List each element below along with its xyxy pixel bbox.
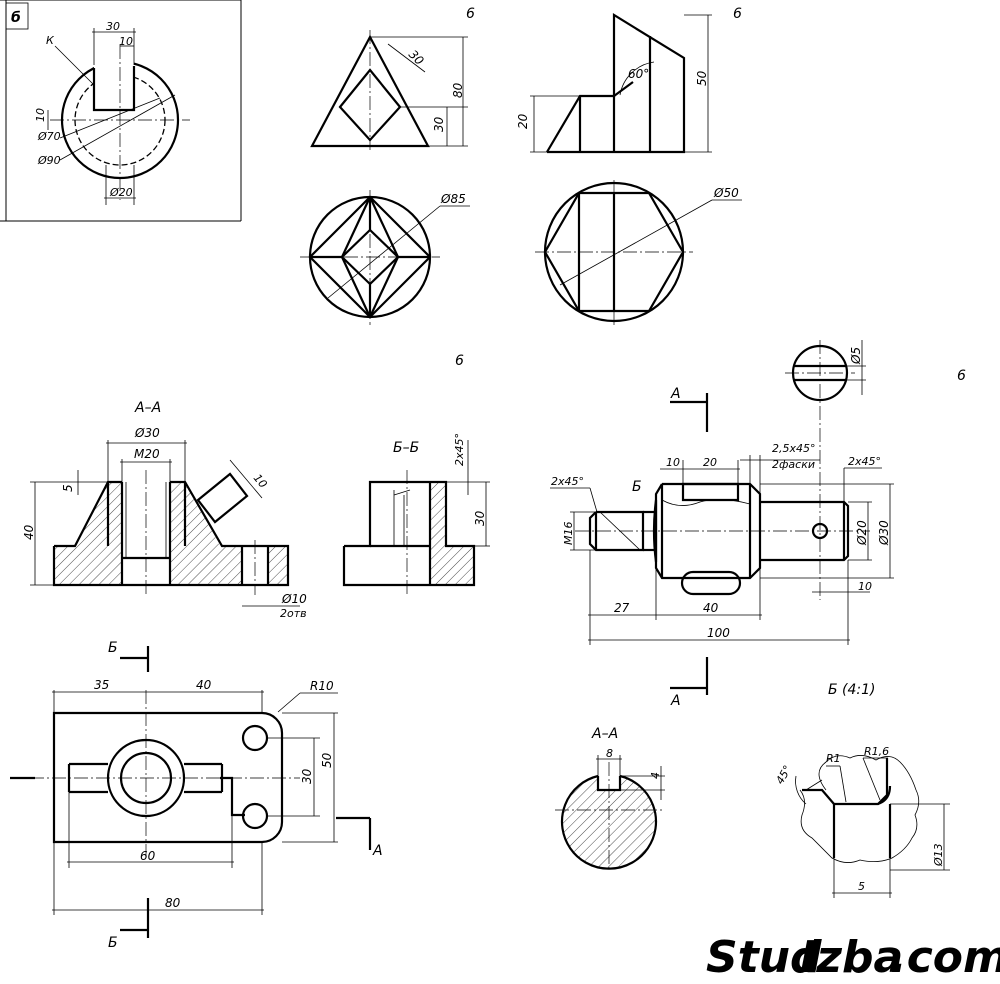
dim-d30: Ø30 <box>134 426 160 440</box>
detail-b-title: Б (4:1) <box>828 682 876 698</box>
dim-20: 20 <box>516 113 530 129</box>
dim-d5: Ø5 <box>849 347 863 365</box>
cone-task: 6 80 30 30 Ø85 <box>300 6 475 325</box>
dim-35: 35 <box>94 678 109 692</box>
dim-40b: 40 <box>196 678 212 692</box>
dim-2x45-left: 2х45° <box>551 475 584 488</box>
top-left-figure: б 30 10 К 10 Ø70 Ø90 Ø20 <box>0 0 242 222</box>
dim-30c: 30 <box>432 116 446 132</box>
dim-30b: 30 <box>473 510 487 526</box>
dim-m20: М20 <box>134 447 160 461</box>
dim-30: 30 <box>106 20 120 33</box>
dim-5: 5 <box>61 484 75 492</box>
dim-d50: Ø50 <box>713 186 739 200</box>
top-left-variant: б <box>11 10 21 26</box>
dim-5b: 5 <box>858 880 865 893</box>
dim-100: 100 <box>707 626 730 640</box>
section-bb-title: Б–Б <box>393 440 419 456</box>
bracket-task: 6 А–А Ø30 М20 40 5 <box>10 353 490 951</box>
dim-8: 8 <box>606 747 613 760</box>
dim-27: 27 <box>614 601 630 615</box>
dim-d70: Ø70 <box>37 130 61 143</box>
marker-a: А <box>372 843 383 859</box>
label-k: К <box>46 34 55 47</box>
watermark-stud: Stud <box>706 932 822 983</box>
dim-d10: Ø10 <box>281 592 307 606</box>
dim-2chamfers: 2фаски <box>772 458 815 471</box>
dim-40: 40 <box>22 524 36 540</box>
bracket-variant: 6 <box>455 353 464 369</box>
dim-80: 80 <box>451 82 465 98</box>
dim-30d: 30 <box>406 47 427 68</box>
dim-10: 10 <box>119 35 133 48</box>
dim-45deg: 45° <box>773 763 794 786</box>
marker-a-top: А <box>670 386 681 402</box>
dim-d85: Ø85 <box>440 192 466 206</box>
section-aa-title: А–А <box>134 400 161 416</box>
dim-40c: 40 <box>703 601 719 615</box>
dim-m16: М16 <box>562 522 575 546</box>
dim-4: 4 <box>649 772 662 779</box>
dim-d30b: Ø30 <box>877 520 891 546</box>
marker-b-bottom: Б <box>108 935 118 951</box>
dim-20-key: 20 <box>703 456 717 469</box>
dim-50b: 50 <box>320 752 334 768</box>
dim-2x45-right: 2х45° <box>848 455 881 468</box>
dim-r10: R10 <box>310 679 334 693</box>
dim-d90: Ø90 <box>37 154 61 167</box>
dim-r16: R1,6 <box>864 745 889 758</box>
dim-80: 80 <box>165 896 181 910</box>
dim-10-hole: 10 <box>858 580 872 593</box>
shaft-task: 6 Ø5 А А Б <box>550 340 966 898</box>
dim-10-key: 10 <box>666 456 680 469</box>
dim-d13: Ø13 <box>932 843 945 867</box>
marker-b: Б <box>632 479 642 495</box>
dim-60deg: 60° <box>628 67 649 81</box>
prism-variant: 6 <box>733 6 742 22</box>
marker-b-top: Б <box>108 640 118 656</box>
dim-30e: 30 <box>300 768 314 784</box>
dim-chamfer-25: 2,5х45° <box>772 442 816 455</box>
dim-d20: Ø20 <box>109 186 133 199</box>
dim-r1: R1 <box>826 752 841 765</box>
shaft-section-aa-title: А–А <box>591 726 618 742</box>
watermark-izba: Izba <box>800 932 903 983</box>
dim-2holes: 2отв <box>280 607 307 620</box>
shaft-variant: 6 <box>957 368 966 384</box>
dim-60: 60 <box>140 849 156 863</box>
cone-variant: 6 <box>466 6 475 22</box>
prism-task: 6 50 20 60° Ø50 <box>516 6 742 325</box>
dim-10b: 10 <box>34 108 47 122</box>
watermark-com: .com <box>890 932 1000 983</box>
dim-chamfer: 2х45° <box>453 433 466 466</box>
dim-d20b: Ø20 <box>855 520 869 546</box>
marker-a-bottom: А <box>670 693 681 709</box>
dim-50: 50 <box>695 70 709 86</box>
studizba-watermark: Stud Izba .com <box>706 932 1000 983</box>
